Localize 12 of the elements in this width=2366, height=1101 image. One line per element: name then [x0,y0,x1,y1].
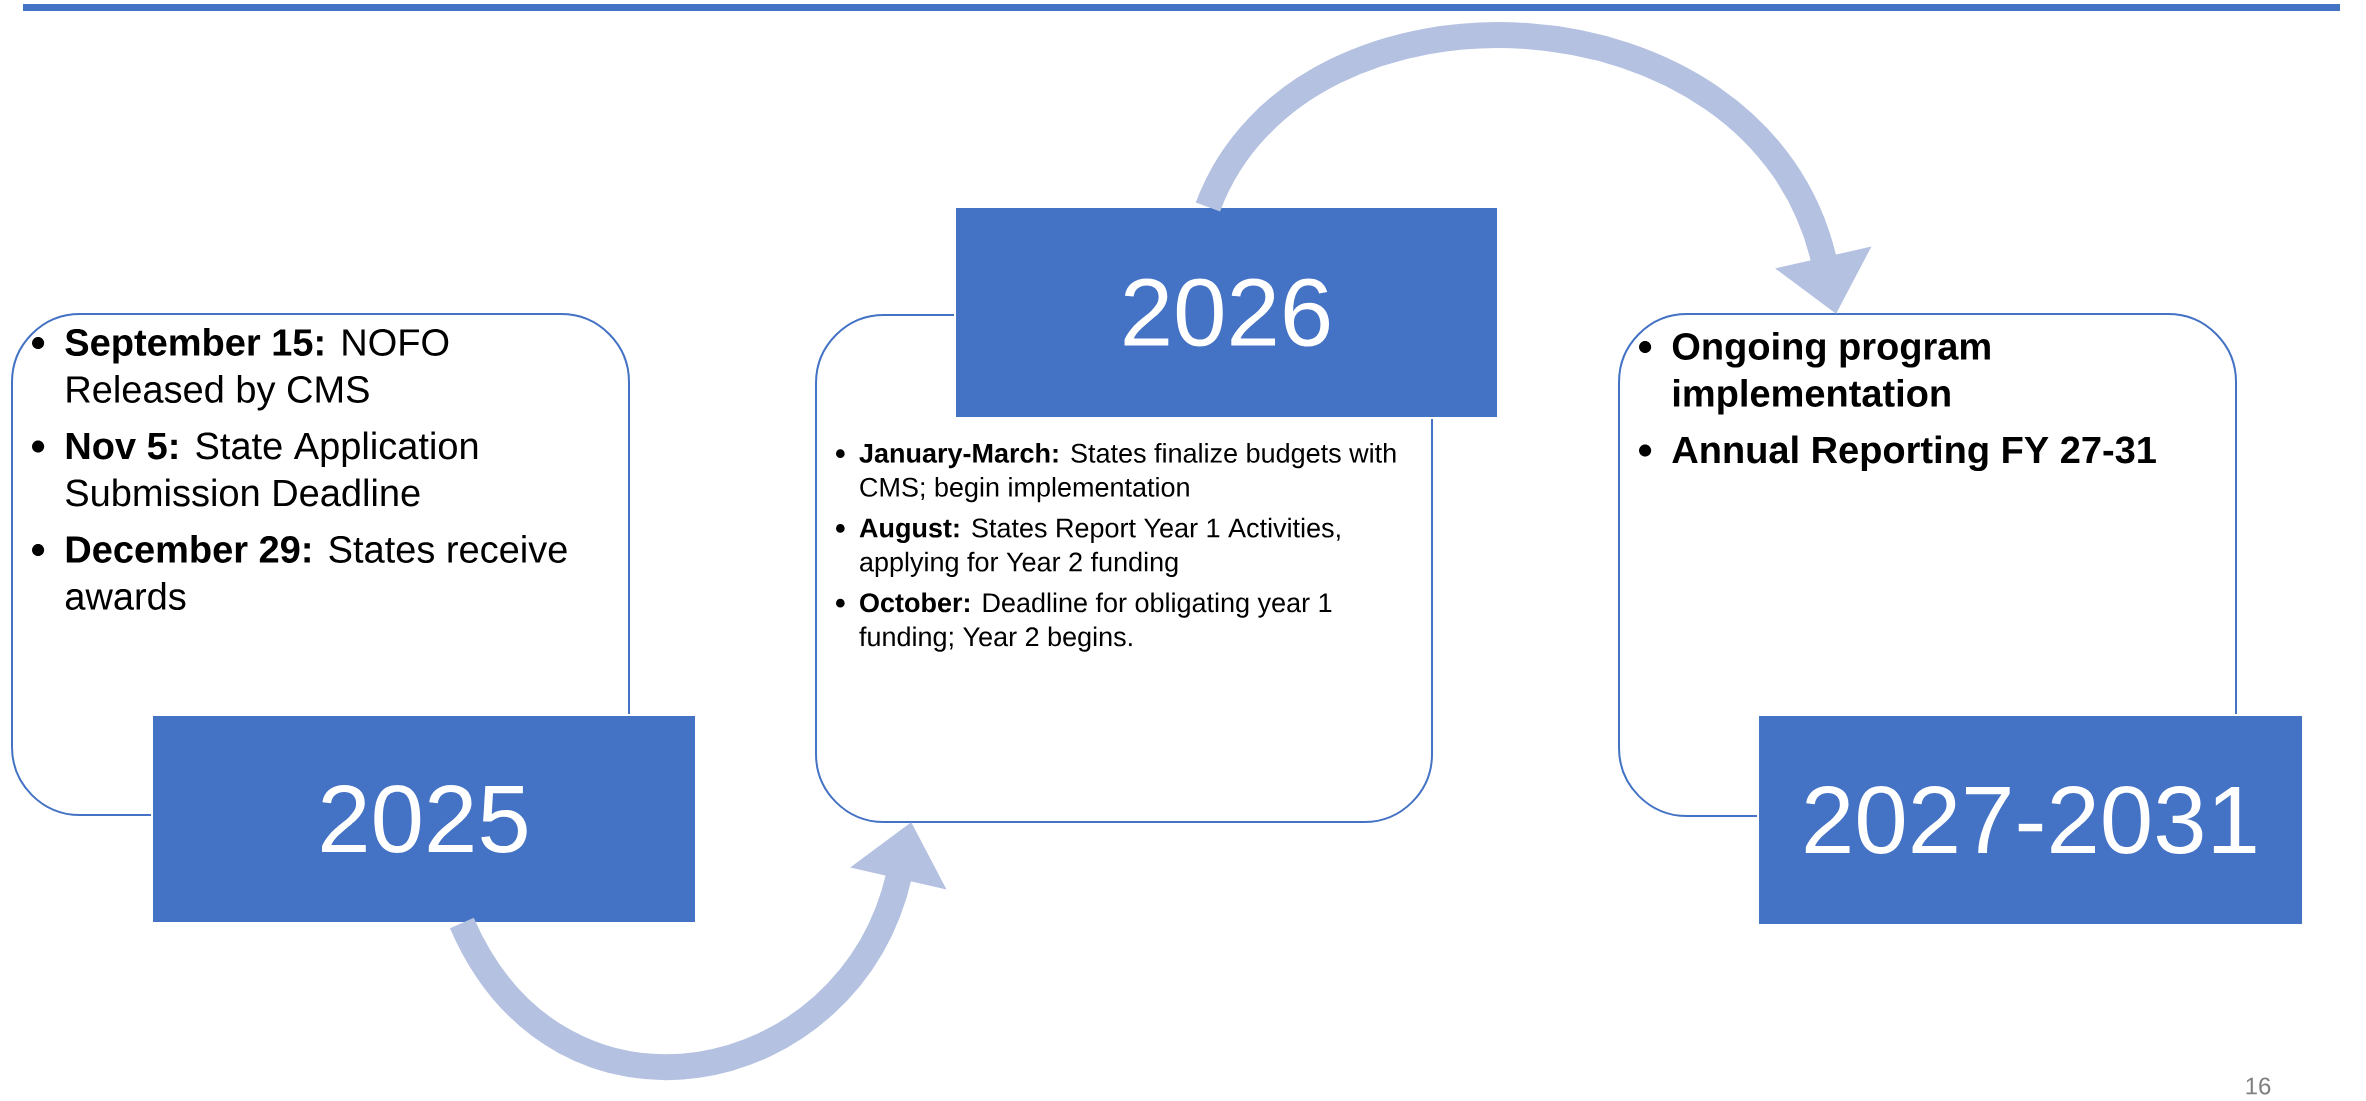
bullet-item: January-March: States finalize budgets with CMS; begin implementation [836,443,1396,503]
bullet-item: December 29: States receive awards [32,535,567,610]
bullet-item: October: Deadline for obligating year 1 funding; Year 2 begins. [836,592,1332,652]
year-box: 2026 [954,206,1499,419]
bullet-item: September 15: NOFO Released by CMS [32,328,449,411]
bullet-item: Nov 5: State Application Submission Deadline [32,431,478,507]
page-number: 16 [2246,1077,2271,1095]
bullet-item: August: States Report Year 1 Activities, applying for Year 2 funding [836,517,1340,577]
bullet-item: Ongoing program implementation [1639,332,1990,415]
year-box: 2027-2031 [1757,714,2305,926]
bullet-item: Annual Reporting FY 27-31 [1639,435,2156,472]
year-box: 2025 [151,714,697,924]
